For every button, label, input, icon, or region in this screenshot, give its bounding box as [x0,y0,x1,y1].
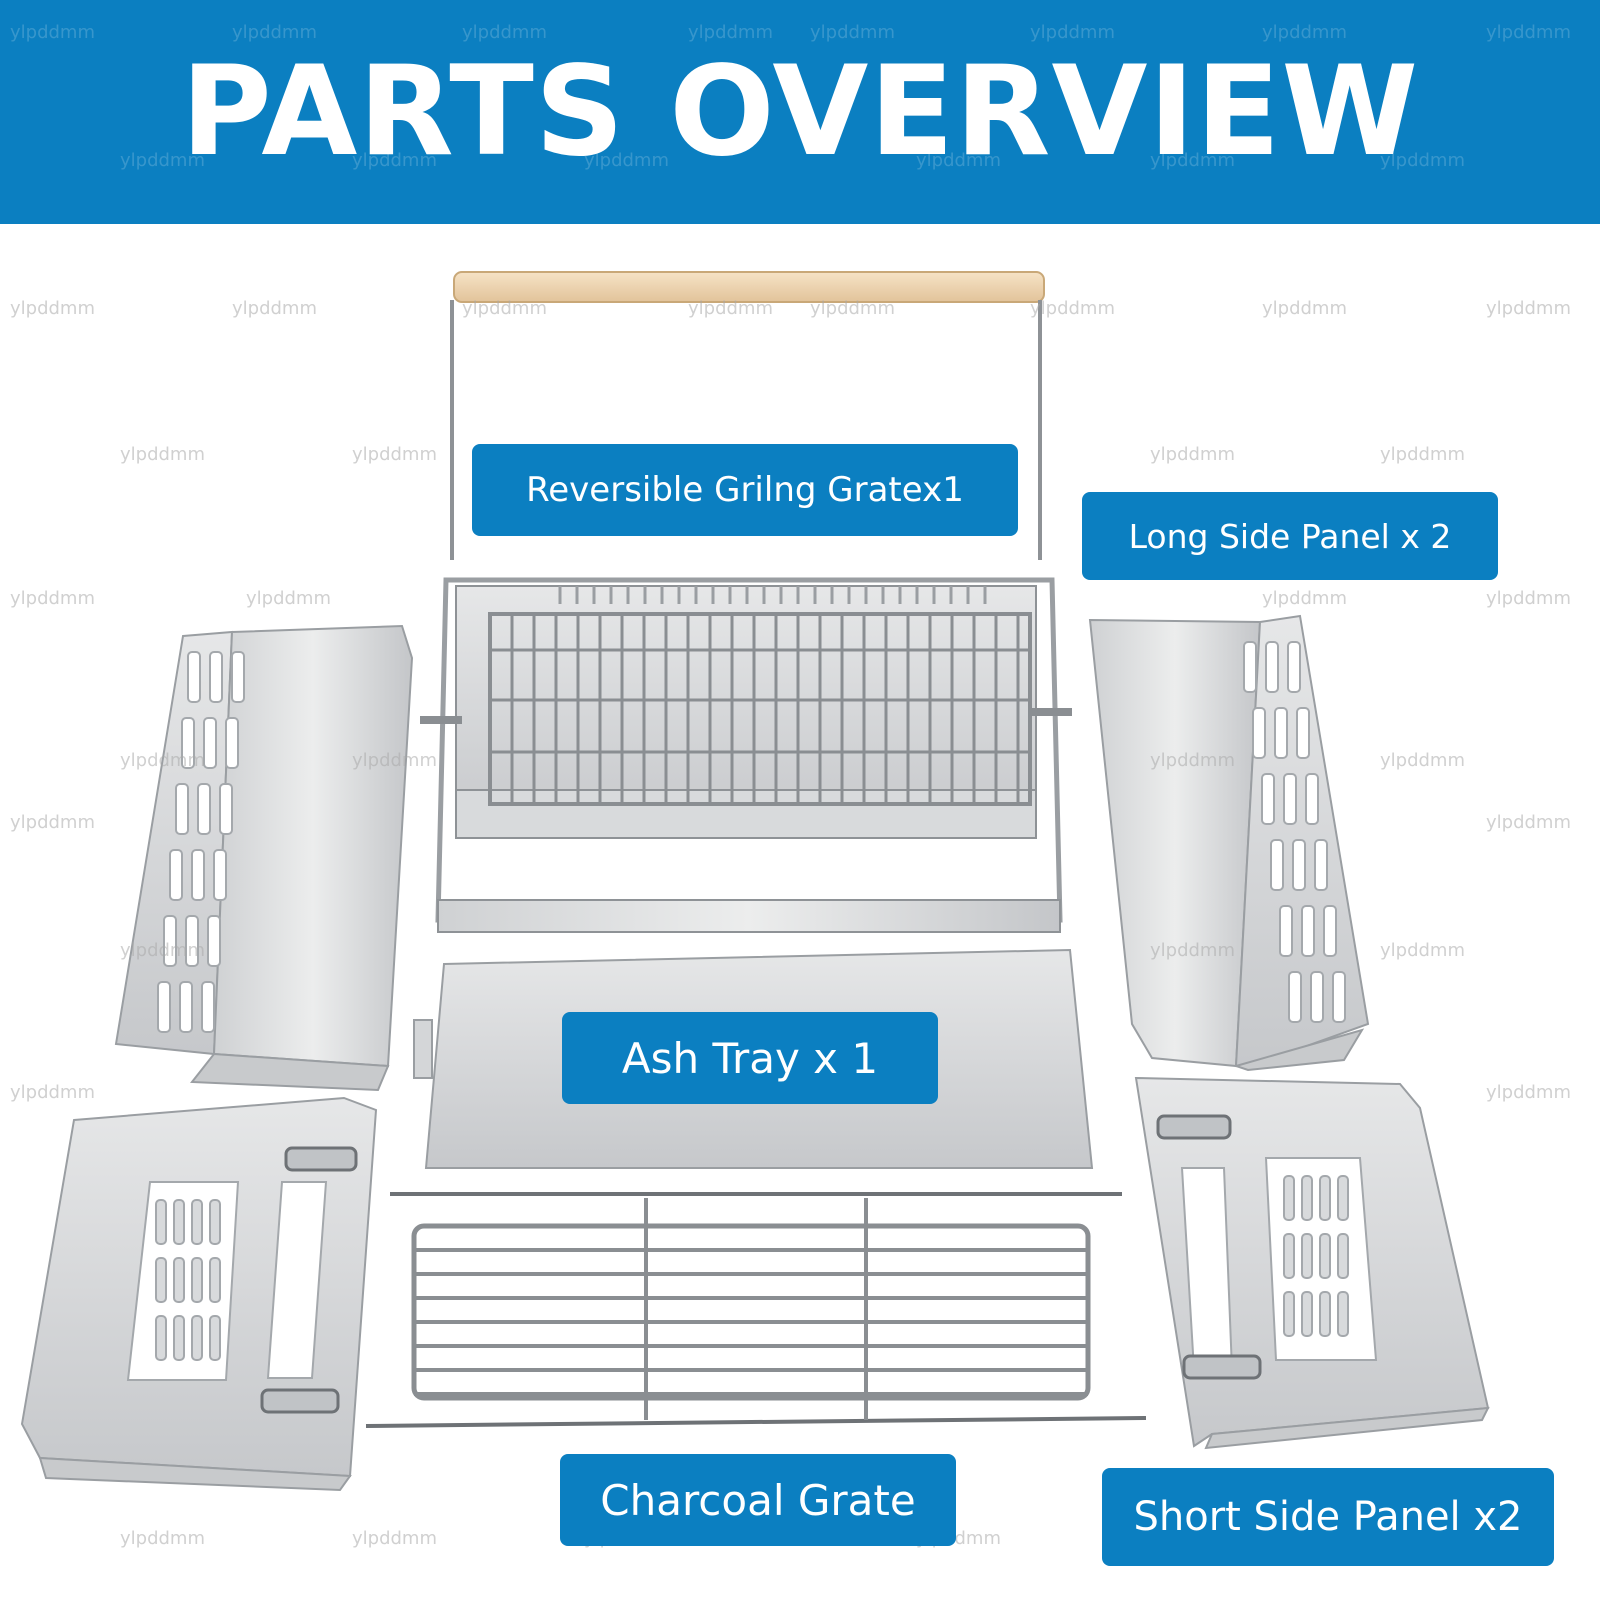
watermark: ylpddmm [352,444,437,465]
watermark: ylpddmm [10,588,95,609]
grill-body [420,271,1072,933]
watermark: ylpddmm [10,298,95,319]
watermark: ylpddmm [10,1082,95,1103]
watermark: ylpddmm [246,588,331,609]
watermark: ylpddmm [1262,22,1347,43]
page-title: PARTS OVERVIEW [180,40,1420,184]
watermark: ylpddmm [1150,940,1235,961]
watermark: ylpddmm [10,812,95,833]
label-short-side-panel: Short Side Panel x2 [1102,1468,1554,1566]
watermark: ylpddmm [1030,22,1115,43]
watermark: ylpddmm [352,750,437,771]
short-side-panel-right [1134,1076,1490,1450]
watermark: ylpddmm [352,1528,437,1549]
wooden-handle [453,271,1045,303]
watermark: ylpddmm [1150,750,1235,771]
watermark: ylpddmm [462,298,547,319]
label-reversible-grilling-grate: Reversible Grilng Gratex1 [472,444,1018,536]
parts-drawing [20,271,1490,1492]
label-charcoal-grate: Charcoal Grate [560,1454,956,1546]
watermark: ylpddmm [810,298,895,319]
watermark: ylpddmm [462,22,547,43]
short-side-panel-left [20,1096,378,1492]
watermark: ylpddmm [1380,444,1465,465]
watermark: ylpddmm [1486,812,1571,833]
label-long-side-panel: Long Side Panel x 2 [1082,492,1498,580]
watermark: ylpddmm [120,1528,205,1549]
watermark: ylpddmm [1486,1082,1571,1103]
watermark: ylpddmm [1380,750,1465,771]
watermark: ylpddmm [916,150,1001,171]
watermark: ylpddmm [1262,588,1347,609]
watermark: ylpddmm [1150,444,1235,465]
watermark: ylpddmm [1262,298,1347,319]
watermark: ylpddmm [688,298,773,319]
parts-illustration: ylpddmm ylpddmm ylpddmm ylpddmm ylpddmm … [0,224,1600,1600]
watermark: ylpddmm [352,150,437,171]
header-banner: ylpddmm ylpddmm ylpddmm ylpddmm ylpddmm … [0,0,1600,224]
label-ash-tray: Ash Tray x 1 [562,1012,938,1104]
long-side-panel-right [1088,614,1370,1072]
watermark: ylpddmm [232,22,317,43]
watermark: ylpddmm [120,750,205,771]
watermark: ylpddmm [1380,150,1465,171]
watermark: ylpddmm [1030,298,1115,319]
watermark: ylpddmm [1380,940,1465,961]
watermark: ylpddmm [584,150,669,171]
watermark: ylpddmm [1486,298,1571,319]
watermark: ylpddmm [232,298,317,319]
watermark: ylpddmm [120,444,205,465]
watermark: ylpddmm [1486,22,1571,43]
watermark: ylpddmm [10,22,95,43]
watermark: ylpddmm [810,22,895,43]
latch-icon [1156,1114,1262,1380]
long-side-panel-left [114,624,414,1092]
watermark: ylpddmm [1150,150,1235,171]
watermark: ylpddmm [120,940,205,961]
watermark: ylpddmm [1486,588,1571,609]
latch-icon [260,1146,358,1414]
watermark: ylpddmm [688,22,773,43]
watermark: ylpddmm [120,150,205,171]
charcoal-grate-drawing [365,1192,1147,1428]
